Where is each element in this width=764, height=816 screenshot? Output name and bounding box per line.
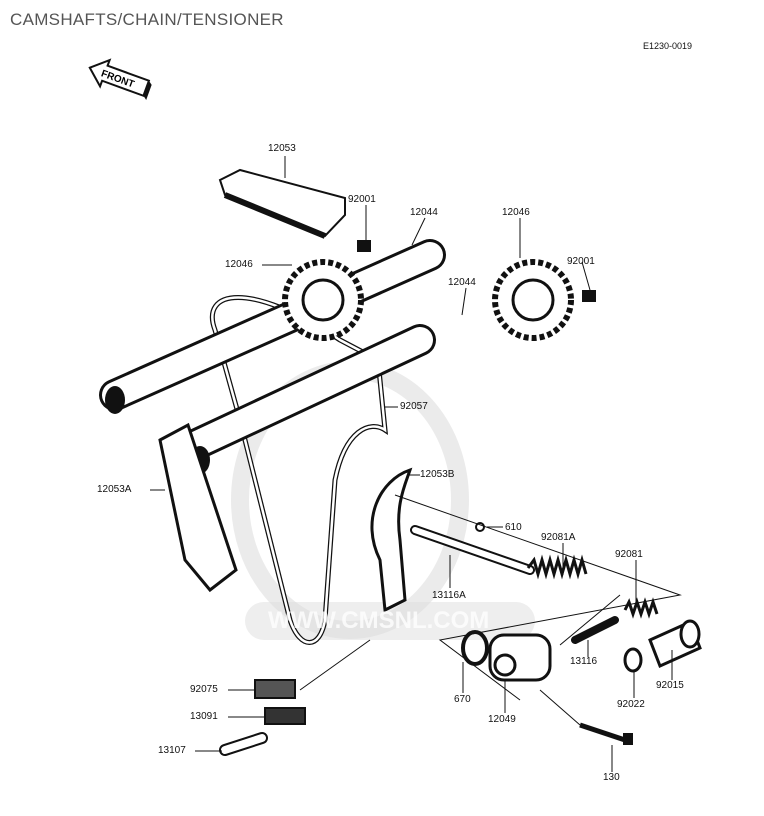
part-label-610[interactable]: 610	[505, 522, 522, 533]
part-label-13116A[interactable]: 13116A	[432, 590, 466, 601]
part-label-12046[interactable]: 12046	[502, 207, 530, 218]
part-label-92015[interactable]: 92015	[656, 680, 684, 691]
diagram-code: E1230-0019	[643, 41, 693, 51]
part-label-92001[interactable]: 92001	[567, 256, 595, 267]
part-label-92081[interactable]: 92081	[615, 549, 643, 560]
part-label-12044[interactable]: 12044	[410, 207, 438, 218]
part-label-12053A[interactable]: 12053A	[97, 484, 132, 495]
part-label-130[interactable]: 130	[603, 772, 620, 783]
watermark-url: WWW.CMSNL.COM	[268, 607, 490, 634]
page-title: CAMSHAFTS/CHAIN/TENSIONER	[10, 10, 284, 29]
part-label-12046[interactable]: 12046	[225, 259, 253, 270]
part-label-12049[interactable]: 12049	[488, 714, 516, 725]
part-label-12053[interactable]: 12053	[268, 143, 296, 154]
part-label-92001[interactable]: 92001	[348, 194, 376, 205]
part-label-92081A[interactable]: 92081A	[541, 532, 576, 543]
part-label-13091[interactable]: 13091	[190, 711, 218, 722]
part-label-92057[interactable]: 92057	[400, 401, 428, 412]
part-label-13116[interactable]: 13116	[570, 656, 598, 667]
watermark-banner	[245, 602, 535, 640]
part-label-12053B[interactable]: 12053B	[420, 469, 455, 480]
part-label-92022[interactable]: 92022	[617, 699, 645, 710]
part-label-92075[interactable]: 92075	[190, 684, 218, 695]
part-label-670[interactable]: 670	[454, 694, 471, 705]
front-arrow-icon: FRONT	[88, 58, 152, 100]
part-label-13107[interactable]: 13107	[158, 745, 186, 756]
part-label-12044[interactable]: 12044	[448, 277, 476, 288]
